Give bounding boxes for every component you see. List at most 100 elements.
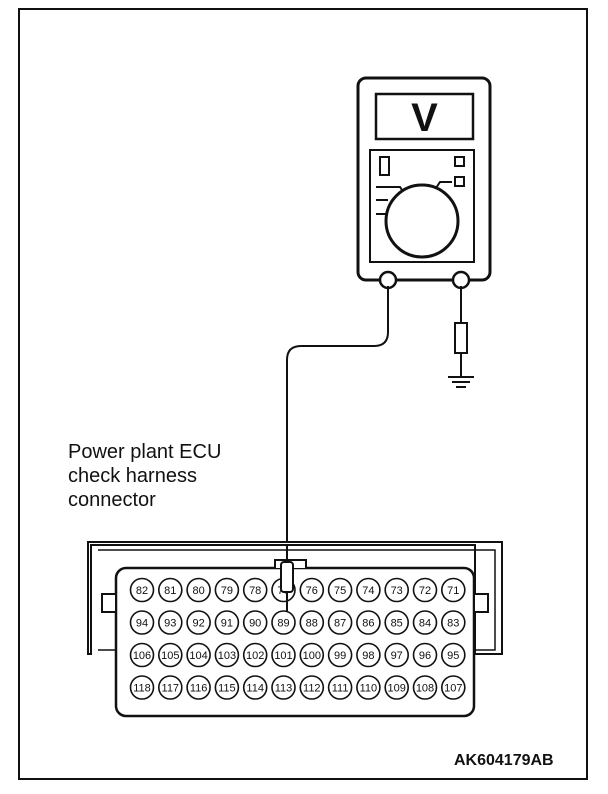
- connector-pin-84: [412, 610, 438, 635]
- pin-label: 96: [419, 650, 431, 662]
- connector-pin-90: [242, 610, 268, 635]
- connector-pin-110: [356, 675, 381, 700]
- caption-line-3: connector: [68, 489, 156, 511]
- pin-label: 85: [391, 618, 403, 630]
- pin-label: 86: [362, 618, 374, 630]
- pin-label: 118: [133, 683, 151, 695]
- pin-label: 80: [192, 585, 204, 597]
- connector-pin-91: [214, 610, 240, 635]
- ground-probe: [454, 322, 468, 354]
- pin-label: 82: [136, 585, 148, 597]
- connector-pin-79: [214, 577, 240, 603]
- connector-pin-98: [356, 642, 381, 668]
- connector-pin-105: [158, 642, 183, 668]
- ecu-connector: 8281807978777675747372719493929190898887…: [87, 541, 503, 718]
- connector-pin-116: [186, 675, 211, 700]
- connector-pin-78: [242, 577, 268, 603]
- pin-label: 98: [362, 650, 374, 662]
- connector-pin-99: [327, 642, 353, 668]
- display-symbol: V: [411, 96, 438, 140]
- connector-pin-89: [271, 610, 296, 635]
- connector-pin-103: [214, 642, 240, 668]
- connector-pin-117: [158, 675, 183, 700]
- pin-label: 71: [447, 585, 459, 597]
- probe-jack-right: [451, 270, 471, 290]
- pin-label: 75: [334, 585, 346, 597]
- connector-pin-108: [412, 675, 438, 700]
- range-square-icon-bottom: [454, 176, 465, 187]
- connector-outer-shell: [87, 541, 503, 655]
- connector-pin-97: [384, 642, 410, 668]
- connector-pin-96: [412, 642, 438, 668]
- connector-pin-85: [384, 610, 410, 635]
- connector-pin-73: [384, 577, 410, 603]
- pin-label: 91: [221, 618, 233, 630]
- connector-pin-83: [440, 610, 466, 635]
- measurement-lead: [286, 286, 389, 560]
- pin-label: 106: [133, 650, 151, 662]
- multimeter-display: [374, 92, 475, 141]
- connector-pins: 8281807978777675747372719493929190898887…: [129, 577, 466, 700]
- probe-tip-body: [280, 561, 294, 593]
- connector-pin-75: [327, 577, 353, 603]
- pin-label: 95: [447, 650, 459, 662]
- figure-code: AK604179AB: [454, 752, 554, 769]
- probe-jack-left: [378, 270, 398, 290]
- connector-pin-104: [186, 642, 211, 668]
- pin-label: 72: [419, 585, 431, 597]
- pin-label: 92: [192, 618, 204, 630]
- ground-lead: [448, 286, 474, 388]
- connector-pin-102: [242, 642, 268, 668]
- pin-label: 90: [249, 618, 261, 630]
- pin-label: 84: [419, 618, 431, 630]
- connector-pin-86: [356, 610, 381, 635]
- pin-label: 113: [275, 683, 293, 695]
- connector-pin-112: [299, 675, 325, 700]
- connector-pin-88: [299, 610, 325, 635]
- pin-label: 74: [362, 585, 374, 597]
- pin-label: 78: [249, 585, 261, 597]
- pin-label: 114: [246, 683, 264, 695]
- connector-pin-93: [158, 610, 183, 635]
- pin-label: 79: [221, 585, 233, 597]
- caption-line-2: check harness: [68, 465, 197, 487]
- connector-pin-118: [129, 675, 155, 700]
- connector-pin-74: [356, 577, 381, 603]
- pin-label: 87: [334, 618, 346, 630]
- connector-pin-92: [186, 610, 211, 635]
- caption-line-1: Power plant ECU: [68, 441, 222, 463]
- connector-pin-106: [129, 642, 155, 668]
- pin-label: 83: [447, 618, 459, 630]
- pin-label: 88: [306, 618, 318, 630]
- connector-pin-71: [440, 577, 466, 603]
- connector-pin-76: [299, 577, 325, 603]
- connector-pin-82: [129, 577, 155, 603]
- pin-label: 110: [360, 683, 378, 695]
- connector-pin-81: [158, 577, 183, 603]
- pin-label: 101: [274, 650, 292, 662]
- connector-guide-right: [473, 593, 489, 613]
- pin-label: 97: [391, 650, 403, 662]
- pin-label: 103: [218, 650, 236, 662]
- multimeter: V: [356, 76, 492, 290]
- figure-frame: [18, 8, 588, 780]
- pin-label: 73: [391, 585, 403, 597]
- selector-dial: [384, 183, 460, 259]
- connector-pin-101: [271, 642, 296, 668]
- connector-pin-113: [271, 675, 296, 700]
- pin-label: 105: [161, 650, 179, 662]
- pin-label: 109: [388, 683, 406, 695]
- connector-pin-100: [299, 642, 325, 668]
- multimeter-indicator-icon: [379, 156, 390, 176]
- range-square-icon-top: [454, 156, 465, 167]
- pin-label: 115: [218, 683, 236, 695]
- connector-guide-left: [101, 593, 117, 613]
- pin-label: 89: [277, 618, 289, 630]
- connector-caption: Power plant ECU check harness connector: [68, 440, 221, 512]
- pin-label: 102: [246, 650, 264, 662]
- pin-label: 108: [416, 683, 434, 695]
- connector-pin-111: [327, 675, 353, 700]
- pin-label: 111: [332, 683, 349, 695]
- connector-pin-107: [440, 675, 466, 700]
